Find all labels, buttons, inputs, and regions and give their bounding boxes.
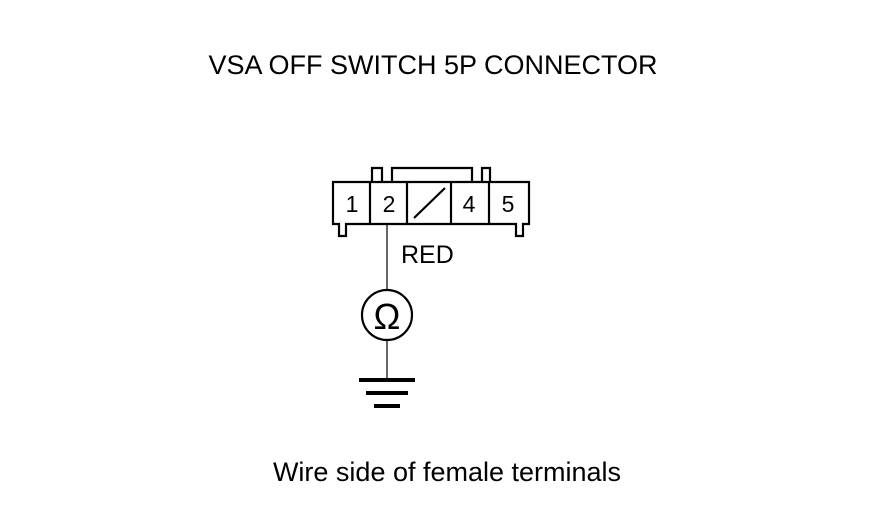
ohmmeter-icon: Ω bbox=[360, 288, 414, 342]
pin-label-5: 5 bbox=[502, 191, 515, 217]
connector-5p bbox=[331, 166, 531, 238]
connector-housing bbox=[331, 180, 531, 238]
unused-pin-slash bbox=[413, 187, 446, 219]
diagram-caption: Wire side of female terminals bbox=[273, 457, 621, 487]
connector-lock-tab bbox=[370, 166, 492, 182]
pin-label-4: 4 bbox=[463, 191, 476, 217]
ohm-symbol: Ω bbox=[374, 296, 401, 337]
pin-label-1: 1 bbox=[346, 191, 359, 217]
ground-icon bbox=[359, 378, 415, 408]
wire-color-label: RED bbox=[401, 241, 454, 269]
diagram-title: VSA OFF SWITCH 5P CONNECTOR bbox=[208, 50, 657, 80]
pin-label-2: 2 bbox=[383, 191, 396, 217]
